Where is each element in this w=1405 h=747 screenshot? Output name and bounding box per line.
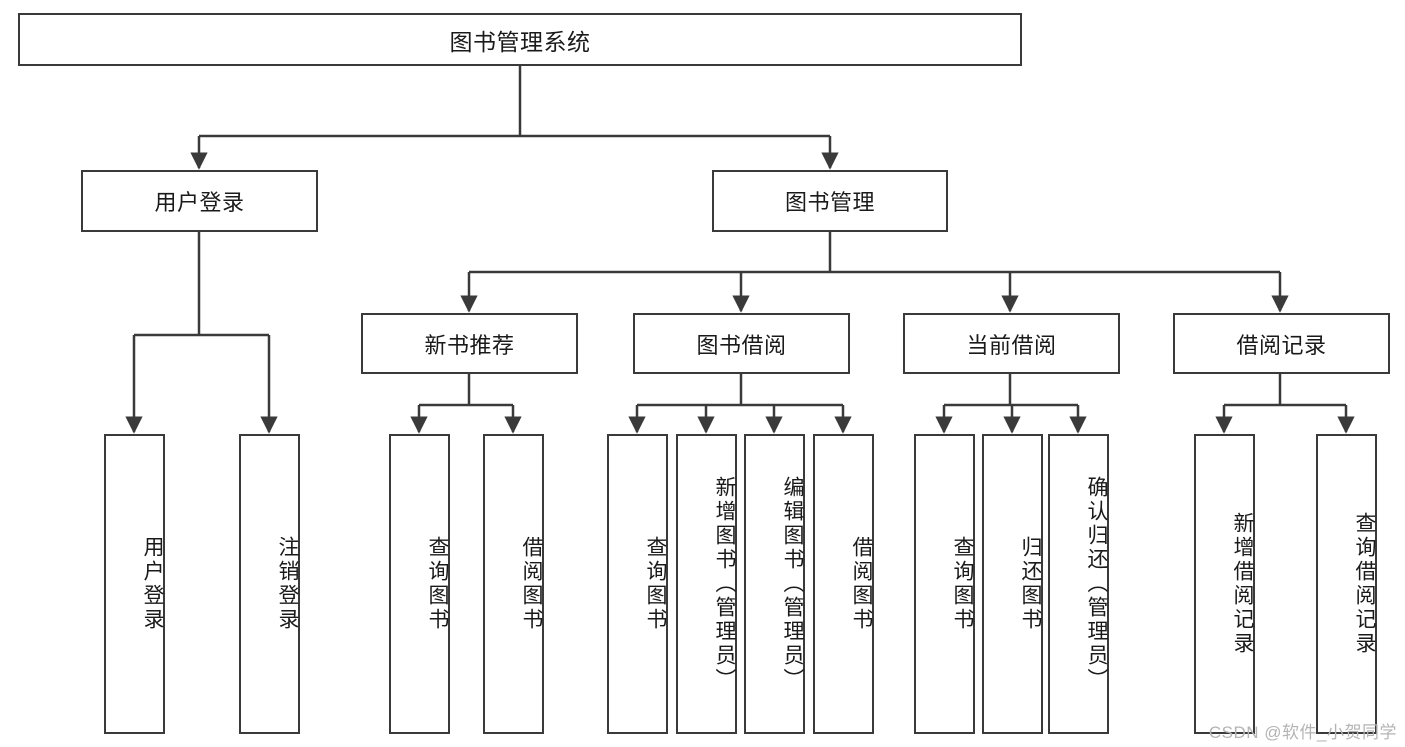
leaf-borrow-add-book[interactable]: 新增图书（管理员） [676,434,737,734]
leaf-current-query-book[interactable]: 查询图书 [914,434,975,734]
node-label: 借阅图书 [520,536,543,632]
leaf-user-login-signin[interactable]: 用户登录 [104,434,165,734]
leaf-current-confirm-return[interactable]: 确认归还（管理员） [1048,434,1109,734]
leaf-borrow-query-book[interactable]: 查询图书 [607,434,668,734]
node-label: 用户登录 [154,190,245,215]
leaf-borrow-edit-book[interactable]: 编辑图书（管理员） [744,434,805,734]
node-label: 新书推荐 [424,332,515,358]
node-label: 查询图书 [426,536,449,632]
node-label: 借阅记录 [1236,332,1327,358]
node-user-login[interactable]: 用户登录 [81,170,318,232]
node-label: 当前借阅 [966,332,1057,358]
leaf-borrow-borrow-book[interactable]: 借阅图书 [813,434,874,734]
node-label: 用户登录 [141,536,164,632]
node-current-borrow[interactable]: 当前借阅 [903,313,1120,374]
node-new-book-recommend[interactable]: 新书推荐 [361,313,578,374]
node-book-borrow[interactable]: 图书借阅 [633,313,850,374]
leaf-records-add-record[interactable]: 新增借阅记录 [1194,434,1255,734]
node-book-management[interactable]: 图书管理 [712,170,948,232]
node-label: 图书管理 [784,190,875,215]
leaf-current-return-book[interactable]: 归还图书 [982,434,1043,734]
node-label: 借阅图书 [850,536,873,632]
node-label: 确认归还（管理员） [1085,476,1108,692]
node-label: 查询图书 [951,536,974,632]
leaf-user-login-signout[interactable]: 注销登录 [239,434,300,734]
node-label: 归还图书 [1019,536,1042,632]
node-label: 查询借阅记录 [1353,512,1376,656]
node-label: 新增图书（管理员） [713,476,736,692]
leaf-new-book-query[interactable]: 查询图书 [389,434,450,734]
node-label: 新增借阅记录 [1231,512,1254,656]
node-label: 编辑图书（管理员） [781,476,804,692]
watermark-text: CSDN @软件_小贺同学 [1208,723,1397,742]
node-borrow-records[interactable]: 借阅记录 [1173,313,1390,374]
leaf-records-query-record[interactable]: 查询借阅记录 [1316,434,1377,734]
node-label: 图书管理系统 [449,28,591,55]
node-label: 注销登录 [276,536,299,632]
node-label: 图书借阅 [696,332,787,358]
node-root-system[interactable]: 图书管理系统 [18,13,1022,66]
node-label: 查询图书 [644,536,667,632]
leaf-new-book-borrow[interactable]: 借阅图书 [483,434,544,734]
